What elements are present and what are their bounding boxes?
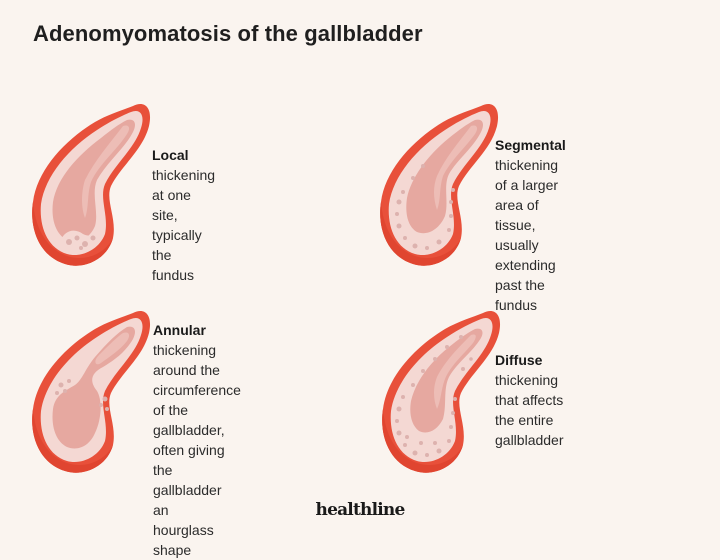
type-description: thickening of a larger area of tissue, u…: [495, 157, 559, 313]
type-description: thickening around the circumference of t…: [153, 342, 241, 558]
caption-annular: Annular thickening around the circumfere…: [153, 320, 241, 560]
type-name: Diffuse: [495, 352, 543, 368]
caption-segmental: Segmental thickening of a larger area of…: [495, 135, 566, 315]
gallbladder-segmental-icon: [380, 104, 499, 266]
type-name: Annular: [153, 322, 206, 338]
page-title: Adenomyomatosis of the gallbladder: [33, 21, 423, 46]
type-description: thickening that affects the entire gallb…: [495, 372, 564, 448]
gallbladder-diffuse-icon: [382, 311, 501, 473]
gallbladder-annular-icon: [32, 311, 151, 473]
type-description: thickening at one site, typically the fu…: [152, 167, 216, 283]
caption-local: Local thickening at one site, typically …: [152, 145, 215, 285]
caption-diffuse: Diffuse thickening that affects the enti…: [495, 350, 564, 450]
healthline-logo: healthline: [315, 500, 406, 520]
type-name: Local: [152, 147, 189, 163]
type-name: Segmental: [495, 137, 566, 153]
gallbladder-local-icon: [32, 104, 151, 266]
